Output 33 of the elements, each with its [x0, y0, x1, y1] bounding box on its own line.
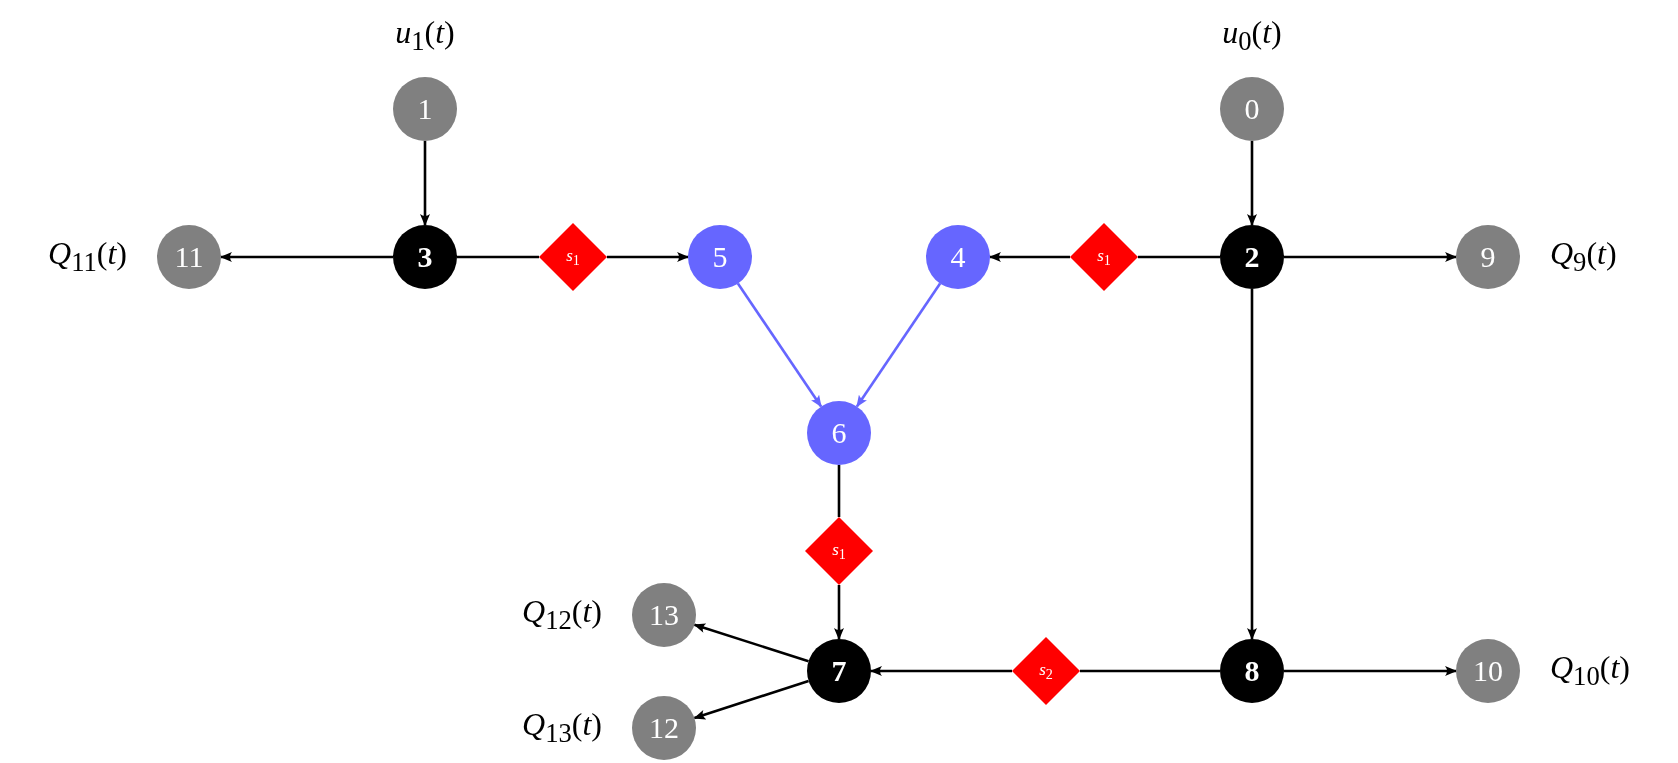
signal-label: Q$_{10}$(t)	[1550, 651, 1630, 691]
node-number: 3	[417, 242, 433, 272]
signal-label: Q$_{13}$(t)	[522, 708, 602, 748]
signal-label: Q$_{11}$(t)	[48, 237, 127, 277]
node-number: 11	[174, 242, 204, 272]
node-number: 4	[950, 242, 966, 272]
connector-line	[1080, 669, 1220, 673]
node-number: 5	[712, 242, 728, 272]
node-number: 10	[1473, 656, 1503, 686]
switch-diamond	[539, 223, 607, 291]
switch-diamond	[1070, 223, 1138, 291]
switch-diamond	[1012, 637, 1080, 705]
connector-line	[1138, 255, 1220, 259]
switch-label: s$_{2}$	[1039, 660, 1053, 682]
connector-line	[837, 465, 841, 517]
node-number: 9	[1480, 242, 1496, 272]
switch-label: s$_{1}$	[566, 246, 580, 268]
node-number: 8	[1244, 656, 1260, 686]
node-number: 13	[649, 600, 679, 630]
node-number: 0	[1244, 94, 1260, 124]
signal-label: Q$_{9}$(t)	[1550, 237, 1617, 277]
connector-line	[457, 255, 539, 259]
signal-label: u$_{1}$(t)	[395, 15, 455, 55]
node-number: 7	[831, 656, 847, 686]
node-number: 2	[1244, 242, 1260, 272]
switch-label: s$_{1}$	[832, 540, 846, 562]
signal-label: Q$_{12}$(t)	[522, 595, 602, 635]
node-number: 12	[649, 713, 679, 743]
node-number: 1	[417, 94, 433, 124]
signal-label: u$_{0}$(t)	[1222, 15, 1282, 55]
switch-diamond	[805, 517, 873, 585]
switch-label: s$_{1}$	[1097, 246, 1111, 268]
node-number: 6	[831, 418, 847, 448]
